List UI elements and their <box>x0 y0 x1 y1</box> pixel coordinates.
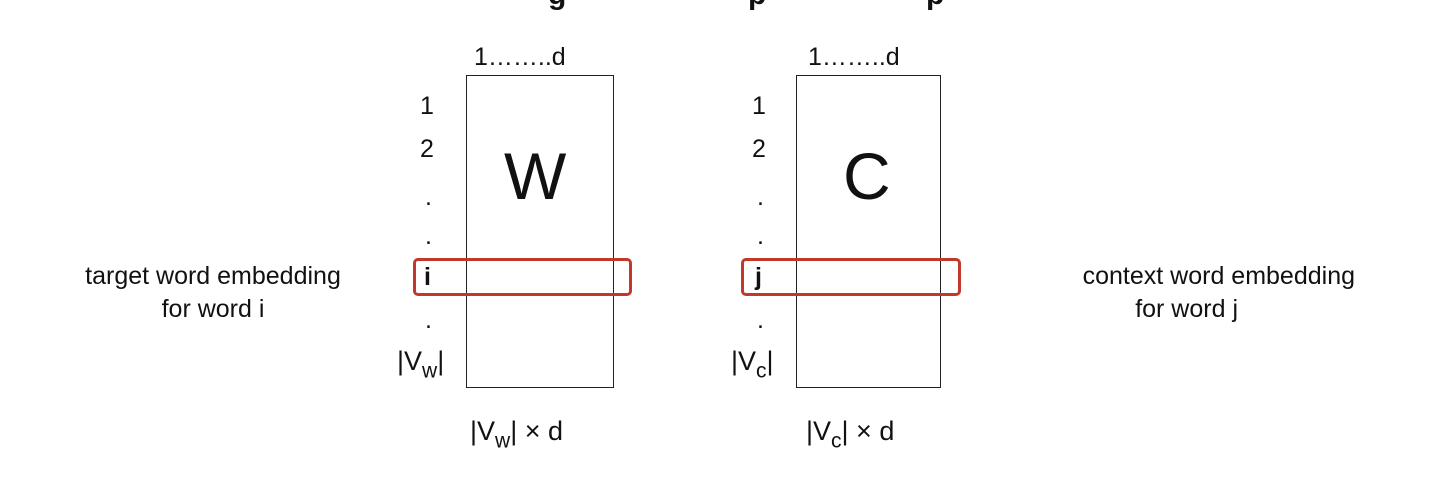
c-row-j: j <box>755 263 762 291</box>
context-caption-line-2: for word j <box>1135 295 1238 323</box>
c-vocab-size: |Vc| <box>731 346 774 383</box>
w-matrix-letter: W <box>504 139 567 213</box>
c-matrix-letter: C <box>843 139 891 213</box>
title-fragment-3: p <box>926 0 944 10</box>
w-matrix <box>466 75 614 388</box>
w-row-2: 2 <box>420 135 434 163</box>
target-caption-line-1: target word embedding <box>85 262 341 290</box>
w-row-1: 1 <box>420 92 434 120</box>
title-fragment: g p p <box>0 0 1430 10</box>
c-row-dot: . <box>757 183 764 211</box>
w-row-dot: . <box>425 306 432 334</box>
context-caption: context word embedding for word j <box>975 260 1355 326</box>
title-fragment-1: g <box>548 0 566 10</box>
w-column-range: 1……..d <box>474 43 566 71</box>
c-row-1: 1 <box>752 92 766 120</box>
context-embedding-highlight <box>741 258 961 296</box>
w-vocab-size: |Vw| <box>397 346 445 383</box>
c-row-dot: . <box>757 306 764 334</box>
w-row-dot: . <box>425 222 432 250</box>
c-row-dot: . <box>757 222 764 250</box>
c-row-2: 2 <box>752 135 766 163</box>
context-caption-line-1: context word embedding <box>1082 262 1355 290</box>
target-caption: target word embedding for word i <box>37 260 389 326</box>
target-embedding-highlight <box>413 258 632 296</box>
c-dimensions: |Vc| × d <box>806 416 895 453</box>
target-caption-line-2: for word i <box>161 295 265 323</box>
w-row-dot: . <box>425 183 432 211</box>
w-dimensions: |Vw| × d <box>470 416 564 453</box>
c-column-range: 1……..d <box>808 43 900 71</box>
w-row-i: i <box>424 263 431 291</box>
c-matrix <box>796 75 941 388</box>
title-fragment-2: p <box>748 0 766 10</box>
